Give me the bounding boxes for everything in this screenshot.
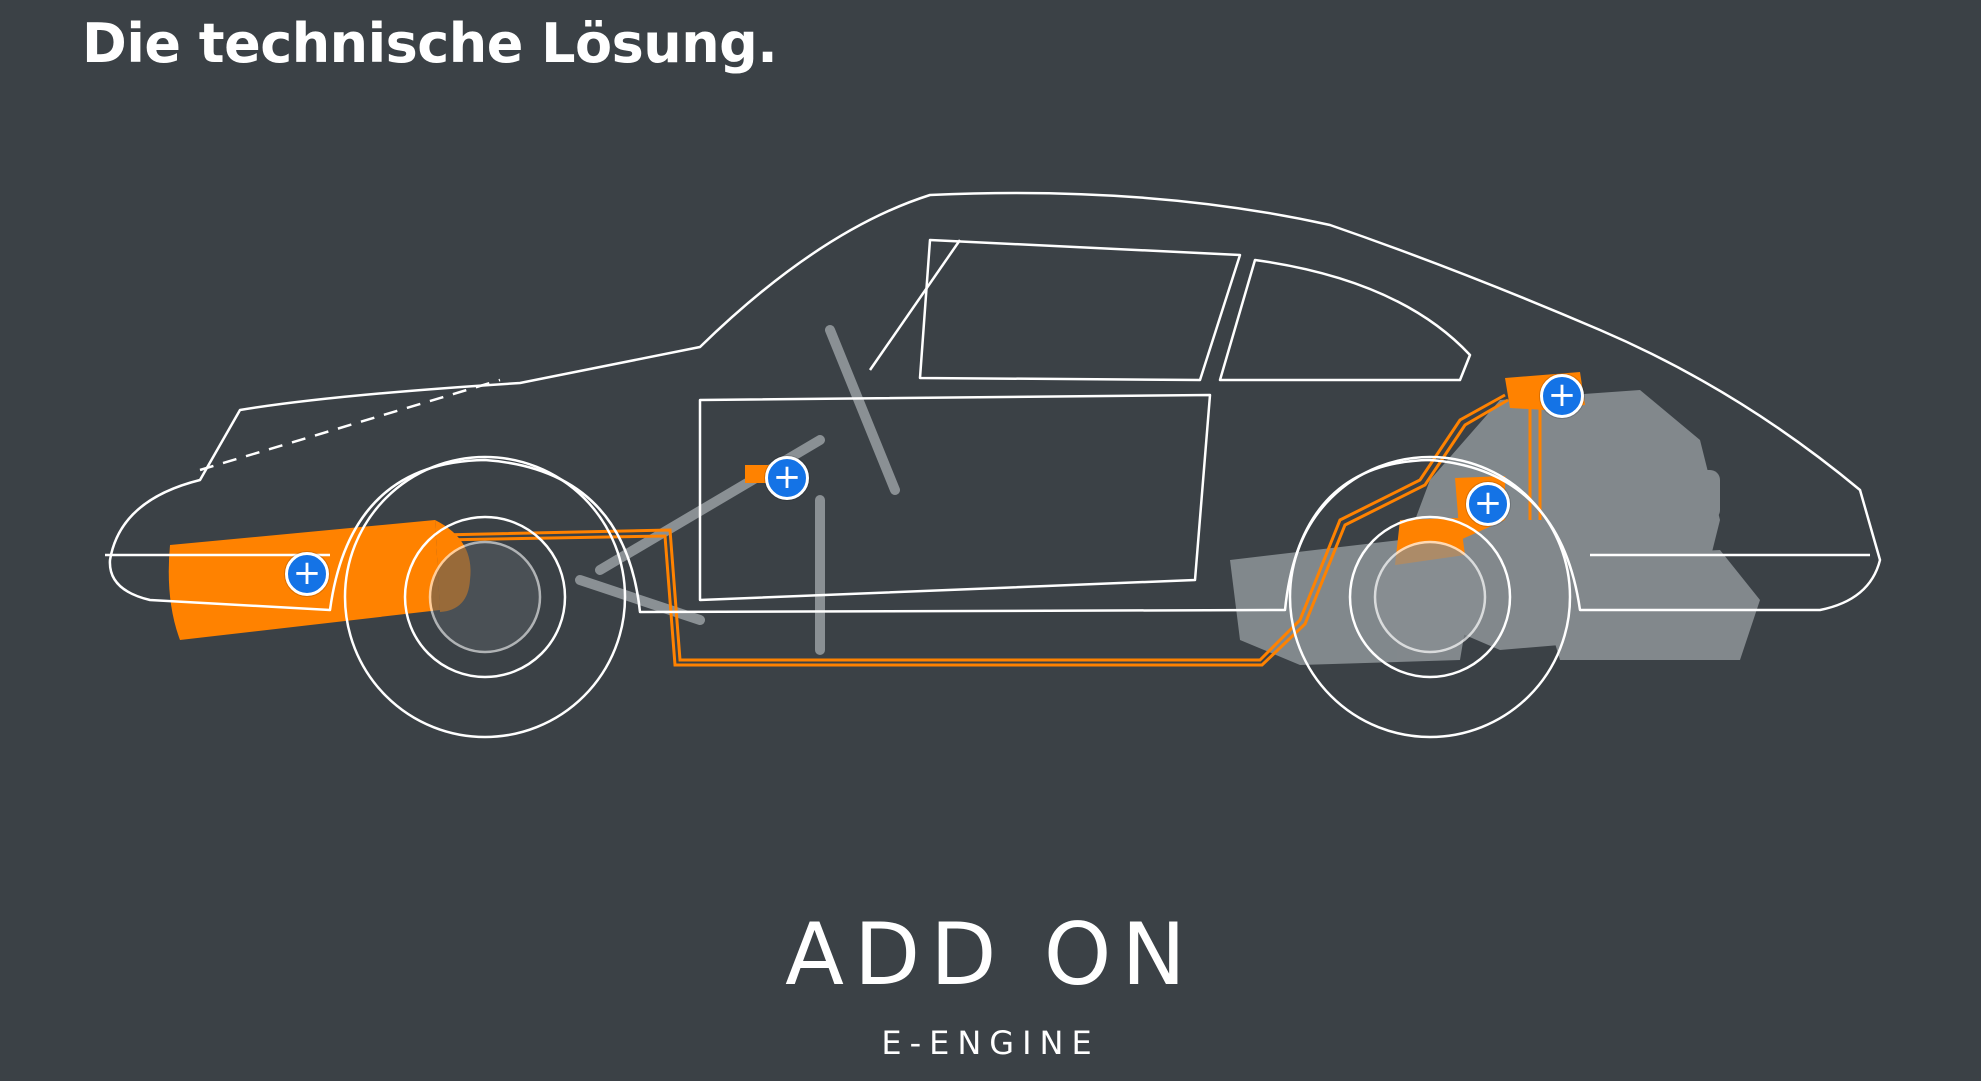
page-title: Die technische Lösung.: [82, 12, 778, 75]
car-cutaway-diagram: [105, 191, 1882, 739]
hotspot-front-button[interactable]: +: [285, 552, 329, 596]
wheels: [343, 455, 1572, 739]
interior-components: [575, 325, 900, 655]
brand-subtitle: E-ENGINE: [881, 1024, 1100, 1062]
hotspot-rear-lower-button[interactable]: +: [1466, 482, 1510, 526]
hotspot-cabin-button[interactable]: +: [765, 456, 809, 500]
hotspot-rear-upper-button[interactable]: +: [1540, 374, 1584, 418]
brand-logo: ADD ON: [785, 905, 1196, 1005]
